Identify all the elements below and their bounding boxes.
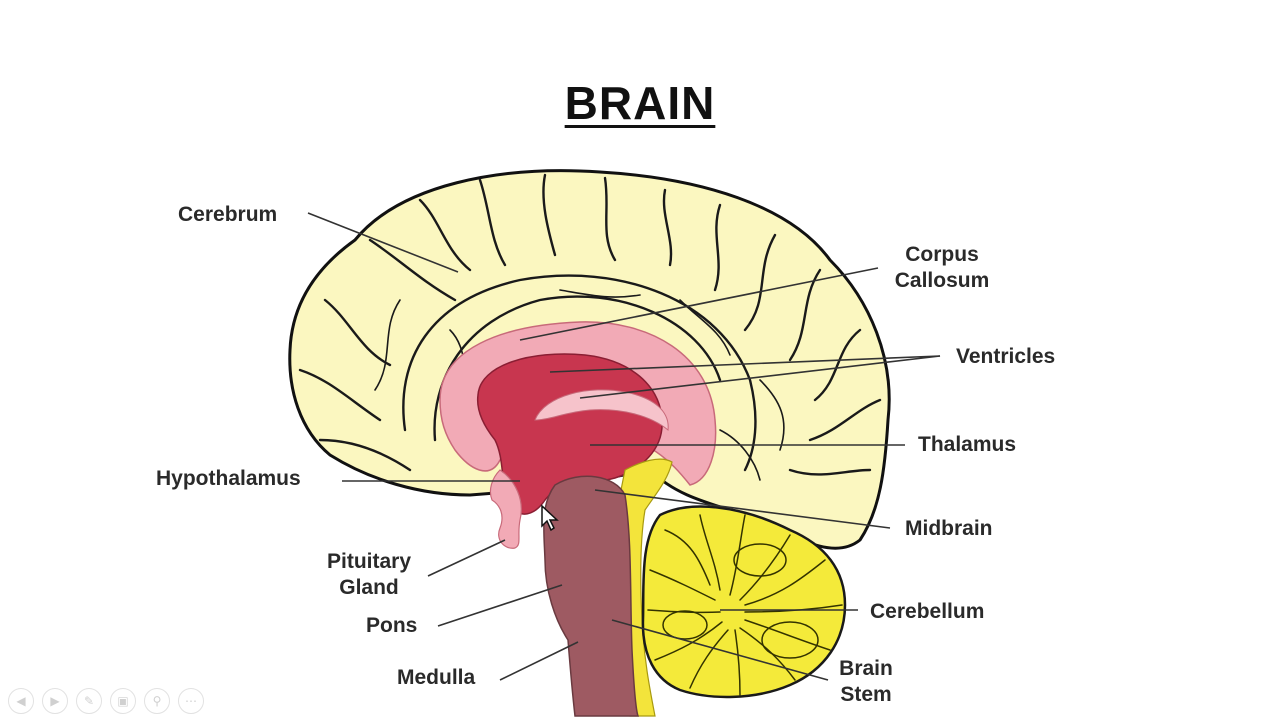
page-title: BRAIN	[564, 77, 716, 129]
cerebellum-folds	[647, 514, 843, 696]
more-icon[interactable]: ⋯	[178, 688, 204, 714]
label-corpus-callosum-line2: Callosum	[894, 269, 990, 292]
cingulate-curve	[402, 274, 757, 472]
leader-medulla	[499, 641, 579, 681]
zoom-icon[interactable]: ⚲	[144, 688, 170, 714]
leader-pons	[437, 584, 563, 627]
mouse-cursor-icon	[541, 504, 559, 532]
label-pituitary-line2: Gland	[339, 576, 399, 599]
cerebellum-shape	[641, 505, 847, 699]
label-medulla: Medulla	[397, 666, 476, 689]
label-cerebellum: Cerebellum	[870, 600, 985, 623]
label-pituitary-line1: Pituitary	[326, 550, 412, 573]
pen-icon[interactable]: ✎	[76, 688, 102, 714]
presentation-toolbar: ◀ ▶ ✎ ▣ ⚲ ⋯	[8, 688, 204, 714]
label-brain-stem-line1: Brain	[839, 657, 893, 680]
label-midbrain: Midbrain	[905, 517, 993, 540]
leader-brain-stem	[611, 619, 829, 681]
brainstem-shape	[543, 475, 640, 717]
cerebrum-folds	[298, 173, 882, 481]
label-cerebrum: Cerebrum	[178, 203, 278, 226]
label-corpus-callosum: Corpus Callosum	[884, 242, 1000, 294]
pituitary-shape	[489, 469, 522, 549]
leader-ventricles-2	[579, 355, 941, 399]
leader-midbrain	[594, 489, 891, 529]
label-thalamus: Thalamus	[918, 433, 1017, 456]
label-hypothalamus: Hypothalamus	[156, 467, 301, 490]
label-ventricles: Ventricles	[956, 345, 1056, 368]
label-pons: Pons	[366, 614, 418, 637]
leader-ventricles-1	[549, 355, 941, 373]
next-icon[interactable]: ▶	[42, 688, 68, 714]
slides-icon[interactable]: ▣	[110, 688, 136, 714]
ventricle-inner	[534, 389, 669, 431]
label-brain-stem: Brain Stem	[828, 656, 904, 708]
leader-pituitary	[427, 539, 506, 577]
label-pituitary-gland: Pituitary Gland	[314, 549, 424, 601]
leader-lines	[307, 212, 941, 681]
prev-icon[interactable]: ◀	[8, 688, 34, 714]
label-brain-stem-line2: Stem	[840, 683, 892, 706]
leader-cerebrum	[307, 212, 459, 273]
label-corpus-callosum-line1: Corpus	[905, 243, 979, 266]
leader-corpus-callosum	[519, 267, 879, 341]
